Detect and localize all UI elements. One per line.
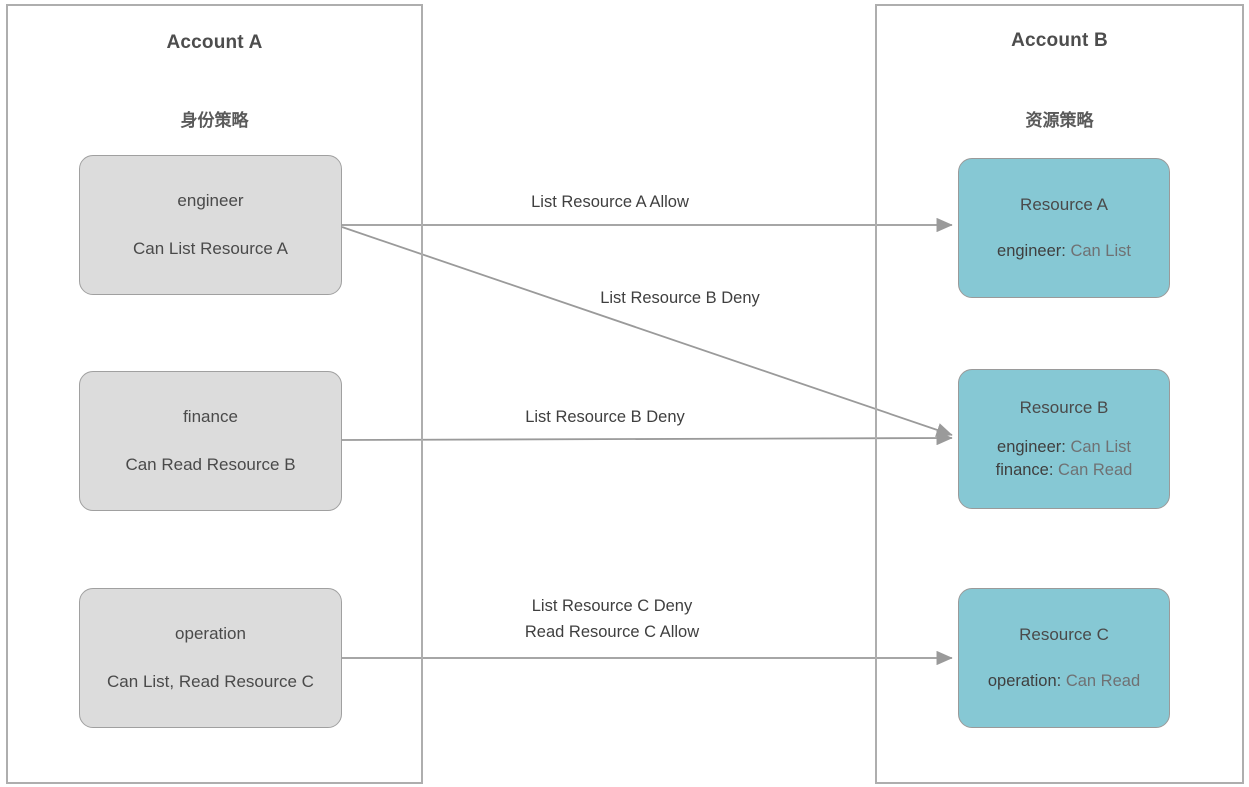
account-b-subtitle: 资源策略	[1025, 111, 1094, 130]
resource-a-permission-0-action: Can List	[1070, 242, 1131, 261]
edge-label-finance-to-resource-b: List Resource B Deny	[525, 408, 685, 426]
resource-node-resource-c[interactable]: Resource C operation: Can Read	[958, 588, 1170, 728]
edge-label-operation-to-resource-c: List Resource C Deny Read Resource C All…	[524, 597, 700, 641]
resource-b-permission-1: finance: Can Read	[996, 460, 1133, 481]
identity-node-finance-title: finance	[183, 407, 238, 427]
resource-c-permission-0-action: Can Read	[1065, 672, 1141, 691]
account-b-title: Account B	[1011, 30, 1108, 51]
resource-b-permission-1-action: Can Read	[1058, 460, 1133, 479]
resource-b-permission-0: engineer: Can List	[997, 437, 1131, 458]
resource-b-permission-0-action: Can List	[1070, 437, 1131, 456]
edge-label-engineer-to-resource-a: List Resource A Allow	[531, 193, 689, 211]
identity-node-finance[interactable]: finance Can Read Resource B	[79, 371, 342, 511]
edge-finance-to-resource-b	[341, 430, 953, 446]
resource-b-permission-0-principal: engineer:	[997, 437, 1066, 456]
resource-node-resource-c-title: Resource C	[1019, 624, 1109, 644]
resource-b-permission-1-principal: finance:	[995, 460, 1054, 479]
resource-a-permission-0-principal: engineer:	[997, 242, 1066, 261]
identity-node-engineer-title: engineer	[177, 191, 244, 211]
resource-c-permission-0-principal: operation:	[987, 672, 1062, 691]
identity-node-operation[interactable]: operation Can List, Read Resource C	[79, 588, 342, 728]
account-b-panel: Account B 资源策略	[875, 4, 1244, 784]
resource-node-resource-a-title: Resource A	[1020, 194, 1108, 214]
identity-node-operation-title: operation	[175, 624, 246, 644]
account-a-subtitle: 身份策略	[180, 111, 249, 130]
resource-node-resource-b-title: Resource B	[1019, 398, 1109, 418]
account-a-title: Account A	[166, 32, 263, 53]
resource-node-resource-b[interactable]: Resource B engineer: Can List finance: C…	[958, 369, 1170, 509]
resource-node-resource-a[interactable]: Resource A engineer: Can List	[958, 158, 1170, 298]
resource-a-permission-0: engineer: Can List	[997, 241, 1131, 262]
identity-node-finance-permission: Can Read Resource B	[125, 455, 296, 474]
edge-engineer-to-resource-b	[341, 226, 953, 437]
resource-c-permission-0: operation: Can Read	[988, 671, 1140, 692]
account-a-panel: Account A 身份策略	[6, 4, 423, 784]
identity-node-engineer[interactable]: engineer Can List Resource A	[79, 155, 342, 295]
identity-node-engineer-permission: Can List Resource A	[133, 239, 288, 258]
edge-label-engineer-to-resource-b: List Resource B Deny	[600, 289, 760, 307]
identity-node-operation-permission: Can List, Read Resource C	[107, 672, 314, 691]
